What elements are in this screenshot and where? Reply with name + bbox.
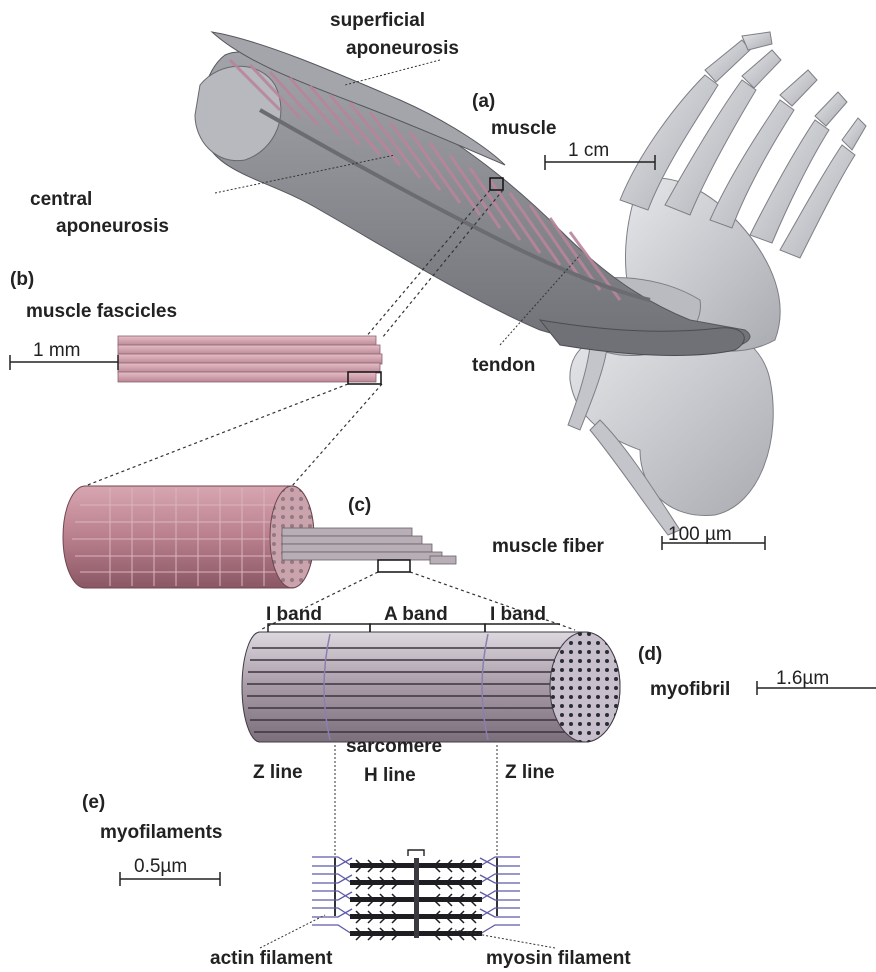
scale-label-fiber: 100 µm [668, 524, 732, 545]
label-panel-d: (d) [638, 644, 662, 665]
label-panel-c: (c) [348, 495, 371, 516]
myofilaments-model [312, 745, 520, 940]
label-h-line: H line [364, 765, 416, 786]
label-myosin-filament: myosin filament [486, 948, 631, 969]
label-z-line-right: Z line [505, 762, 555, 783]
label-z-line-left: Z line [253, 762, 303, 783]
scale-label-myofibril: 1.6µm [776, 668, 829, 689]
label-tendon: tendon [472, 355, 535, 376]
muscle-fascicles-model [118, 336, 382, 384]
scale-label-mm: 1 mm [33, 340, 81, 361]
label-actin-filament: actin filament [210, 948, 333, 969]
label-muscle-fascicles: muscle fascicles [26, 301, 177, 322]
label-myofilaments: myofilaments [100, 822, 222, 843]
label-aponeurosis-superficial: aponeurosis [346, 38, 459, 59]
scale-label-cm: 1 cm [568, 140, 609, 161]
label-i-band-right: I band [490, 604, 546, 625]
label-aponeurosis-central: aponeurosis [56, 216, 169, 237]
label-panel-e: (e) [82, 792, 105, 813]
label-muscle: muscle [491, 118, 556, 139]
label-a-band: A band [384, 604, 448, 625]
myofibril-model [242, 624, 620, 742]
label-muscle-fiber: muscle fiber [492, 536, 605, 557]
muscle-fiber-model [63, 486, 456, 588]
scale-label-myofilament: 0.5µm [134, 856, 187, 877]
h-line-bracket [408, 850, 424, 856]
label-panel-b: (b) [10, 269, 34, 290]
label-sarcomere: sarcomere [346, 736, 442, 757]
label-central: central [30, 189, 92, 210]
label-panel-a: (a) [472, 91, 495, 112]
label-superficial: superficial [330, 10, 425, 31]
label-i-band-left: I band [266, 604, 322, 625]
myofibril-zoom-box [378, 560, 410, 572]
label-myofibril: myofibril [650, 679, 730, 700]
